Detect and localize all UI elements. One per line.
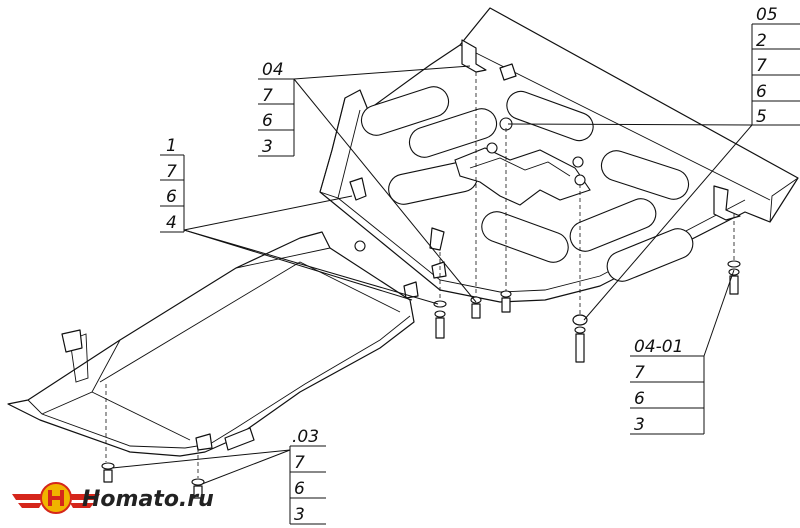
callout-03-item: 7: [294, 453, 305, 473]
callout-04-item: 3: [262, 137, 273, 157]
homato-logo: Homato.ru: [12, 482, 214, 514]
callout-1-id: 1: [166, 136, 177, 156]
callout-05-item: 7: [756, 56, 767, 76]
bolt-05: [500, 128, 512, 313]
bolt-2: [572, 184, 588, 363]
callout-05-item: 6: [756, 82, 767, 102]
callout-03-id: .03: [292, 427, 319, 447]
callout-1-item: 7: [166, 162, 177, 182]
callout-05: 05 2 7 6 5: [751, 5, 800, 127]
callout-04-01-item: 7: [634, 363, 645, 383]
callout-04-item: 6: [262, 111, 273, 131]
callout-05-item: 5: [756, 107, 767, 127]
callout-03-item: 6: [294, 479, 305, 499]
callout-03-item: 3: [294, 505, 305, 525]
bolt-03: [101, 384, 205, 499]
wing-logo-icon: [12, 482, 100, 514]
callout-04-01: 04-01 7 6 3: [630, 337, 705, 435]
callout-05-item: 2: [756, 31, 767, 51]
callout-1: 1 7 6 4: [160, 136, 185, 233]
bolt-1: [433, 252, 447, 339]
callout-1-item: 6: [166, 187, 177, 207]
callout-1-item: 4: [166, 213, 177, 233]
callout-05-id: 05: [756, 5, 778, 25]
callout-04-01-item: 6: [634, 389, 645, 409]
leader-lines: [111, 65, 753, 485]
callout-04-item: 7: [262, 86, 273, 106]
callout-04-01-id: 04-01: [634, 337, 683, 357]
front-skid-plate: [7, 231, 415, 457]
plate-brackets: [349, 39, 741, 299]
main-skid-plate: [319, 7, 799, 303]
fasteners: [101, 72, 741, 499]
callout-04-id: 04: [262, 60, 284, 80]
bolt-04-01: [727, 214, 741, 295]
callout-04-01-item: 3: [634, 415, 645, 435]
logo-wordmark: Homato.ru: [82, 487, 214, 512]
callout-03: .03 7 6 3: [289, 427, 326, 525]
plate-recesses: [360, 86, 694, 282]
callout-04: 04 7 6 3: [258, 60, 295, 157]
